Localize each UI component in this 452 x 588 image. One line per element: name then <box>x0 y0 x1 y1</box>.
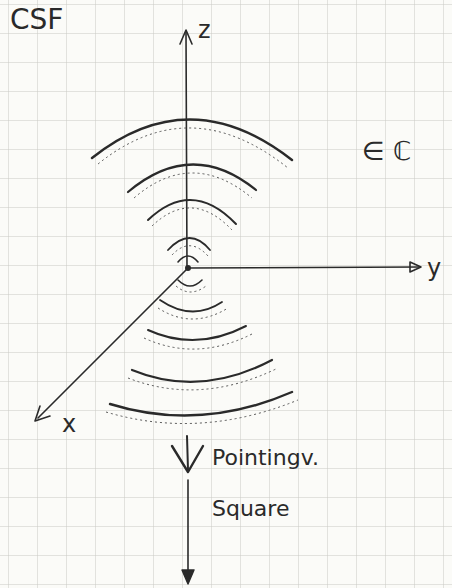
wavefront-dotted <box>134 173 252 198</box>
note-label: Square <box>212 498 289 520</box>
wavefront-dotted <box>152 208 232 230</box>
wavefront-dotted <box>158 308 228 319</box>
poynting-arrowhead <box>172 446 203 472</box>
y-axis <box>188 267 420 268</box>
wavefront-dotted <box>128 368 278 390</box>
wavefront <box>132 360 272 382</box>
wavefront <box>148 326 246 340</box>
axis-arrowhead <box>182 570 194 584</box>
wavefront-dotted <box>144 334 252 349</box>
wavefront <box>178 256 198 262</box>
square-arrow <box>187 480 189 582</box>
wavefront-dotted <box>98 128 288 168</box>
title-note: CSF <box>10 6 63 34</box>
poynting-arrow <box>187 436 188 470</box>
wavefront <box>160 300 222 312</box>
wavefront <box>168 238 210 250</box>
wavefront-dotted <box>176 286 206 292</box>
set-note: ∈ ℂ <box>362 138 411 164</box>
wavefront <box>148 200 236 224</box>
z-axis <box>186 32 187 268</box>
origin-dot <box>186 266 190 270</box>
axis-arrowhead <box>35 406 50 421</box>
x-axis <box>38 268 188 418</box>
wavefront-dotted <box>172 246 208 256</box>
axis-label: x <box>62 412 76 436</box>
axis-label: z <box>198 18 211 42</box>
wavefront <box>178 280 202 286</box>
wavefront <box>92 119 292 160</box>
vector-label: Pointingv. <box>212 447 319 469</box>
axis-arrowhead <box>180 30 192 44</box>
axis-arrowhead <box>410 262 421 272</box>
axis-label: y <box>427 256 441 280</box>
wavefront-dotted <box>106 400 298 424</box>
